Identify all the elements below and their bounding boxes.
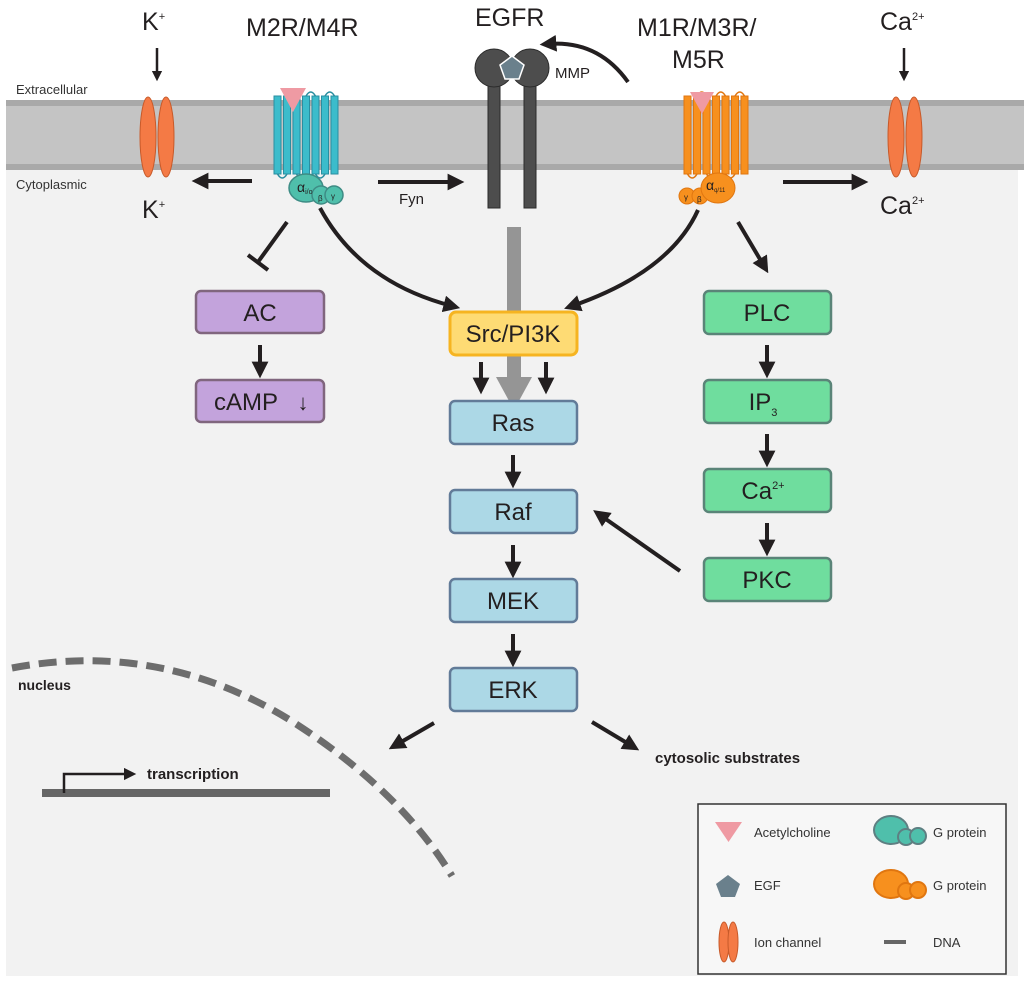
transmembrane-helix — [311, 95, 320, 175]
cytosolic-substrates-label: cytosolic substrates — [655, 750, 800, 767]
plc-node: PLC — [702, 289, 833, 336]
m2r-m4r-label: M2R/M4R — [246, 14, 359, 42]
ac-node: AC — [194, 289, 326, 335]
ras-node: Ras — [448, 399, 579, 446]
nuclear-envelope — [11, 657, 455, 878]
ca-ion-label-bottom: Ca2+ — [880, 192, 925, 220]
raf-node: Raf — [448, 488, 579, 535]
m1r-m3r-m5r-label-2: M5R — [672, 46, 725, 74]
legend-egf-icon — [716, 875, 740, 897]
camp-node: cAMP ↓ — [194, 378, 326, 424]
svg-text:αi/o: αi/o — [297, 179, 313, 196]
legend-label: Acetylcholine — [754, 825, 831, 840]
svg-text:γ: γ — [684, 193, 688, 202]
k-ion-label-bottom: K+ — [142, 196, 165, 224]
m2-to-src-arrow — [318, 207, 461, 313]
transmembrane-helix — [273, 95, 282, 175]
svg-text:MEK: MEK — [487, 588, 539, 615]
m1-to-plc-arrow — [736, 220, 769, 274]
dna-strand — [42, 789, 330, 797]
acetylcholine-icon — [280, 88, 306, 112]
transmembrane-helix — [721, 95, 730, 175]
inhibition-arrow-ac — [246, 220, 289, 272]
egfr-receptor — [474, 48, 550, 209]
svg-text:Ca2+: Ca2+ — [741, 478, 784, 505]
erk-node: ERK — [448, 666, 579, 713]
helix-loop — [715, 91, 727, 97]
mmp-label: MMP — [555, 65, 590, 82]
erk-to-nucleus-arrow — [388, 721, 436, 750]
transmembrane-helix — [683, 95, 692, 175]
transcription-label: transcription — [147, 766, 239, 783]
transmembrane-helix — [283, 95, 291, 175]
helix-loop — [686, 173, 698, 179]
egf-icon — [499, 55, 525, 80]
cytoplasmic-label: Cytoplasmic — [16, 177, 87, 192]
legend-label: G protein — [933, 878, 986, 893]
ca-ion-label-top: Ca2+ — [880, 8, 925, 36]
transmembrane-helix — [330, 95, 339, 175]
src-pi3k-node: Src/PI3K — [448, 310, 579, 357]
calcium-channel — [887, 96, 923, 178]
gi-protein: αi/o β γ — [288, 173, 344, 205]
legend-dna-icon — [884, 940, 906, 944]
transmembrane-helix — [731, 95, 739, 175]
transcription-start-arrow — [62, 767, 137, 793]
m1r-m3r-m5r-label-1: M1R/M3R/ — [637, 14, 757, 42]
legend-acetylcholine-icon — [715, 822, 742, 842]
helix-loop — [305, 91, 317, 97]
nucleus-label: nucleus — [18, 677, 71, 693]
ca-node: Ca2+ — [702, 467, 833, 514]
m1-to-src-arrow — [564, 209, 700, 312]
mmp-arrow — [539, 34, 630, 84]
svg-text:PKC: PKC — [742, 567, 791, 594]
transmembrane-helix — [740, 95, 749, 175]
transmembrane-helix — [321, 95, 329, 175]
legend: Acetylcholine EGF Ion channel G protein … — [697, 803, 1007, 975]
legend-ion-channel-icon — [718, 921, 739, 963]
k-ion-label-top: K+ — [142, 8, 165, 36]
legend-label: DNA — [933, 935, 961, 950]
legend-gi-protein-icon — [873, 815, 927, 846]
potassium-channel — [139, 96, 175, 178]
svg-text:PLC: PLC — [744, 300, 791, 327]
svg-text:Ras: Ras — [492, 410, 535, 437]
svg-text:AC: AC — [243, 300, 276, 327]
legend-label: G protein — [933, 825, 986, 840]
m2r-m4r-receptor — [273, 91, 339, 179]
svg-text:Raf: Raf — [494, 499, 532, 526]
svg-text:IP3: IP3 — [749, 389, 778, 419]
helix-loop — [324, 91, 336, 97]
legend-label: EGF — [754, 878, 781, 893]
erk-to-cytosol-arrow — [590, 720, 640, 751]
gq-protein: γ β αq/11 — [678, 172, 736, 205]
svg-text:β: β — [318, 194, 323, 203]
helix-loop — [314, 173, 326, 179]
legend-label: Ion channel — [754, 935, 821, 950]
svg-text:αq/11: αq/11 — [706, 177, 726, 194]
svg-text:γ: γ — [331, 192, 335, 201]
extracellular-label: Extracellular — [16, 82, 88, 97]
ip3-node: IP3 — [702, 378, 833, 425]
helix-loop — [276, 173, 288, 179]
svg-text:Src/PI3K: Src/PI3K — [466, 321, 561, 348]
legend-gq-protein-icon — [873, 869, 927, 900]
transmembrane-helix — [302, 95, 310, 175]
egfr-label: EGFR — [475, 4, 544, 32]
extracellular-space — [0, 0, 1024, 100]
svg-text:β: β — [697, 195, 702, 204]
svg-text:cAMP: cAMP — [214, 389, 278, 416]
mek-node: MEK — [448, 577, 579, 624]
camp-decrease-icon: ↓ — [298, 390, 309, 415]
pkc-to-raf-arrow — [593, 510, 682, 573]
pkc-node: PKC — [702, 556, 833, 603]
helix-loop — [734, 91, 746, 97]
acetylcholine-icon — [690, 92, 714, 114]
svg-text:ERK: ERK — [488, 677, 537, 704]
transmembrane-helix — [712, 95, 720, 175]
cell-membrane — [6, 100, 1024, 170]
fyn-label: Fyn — [399, 191, 424, 208]
m1r-m3r-m5r-receptor — [683, 91, 749, 179]
